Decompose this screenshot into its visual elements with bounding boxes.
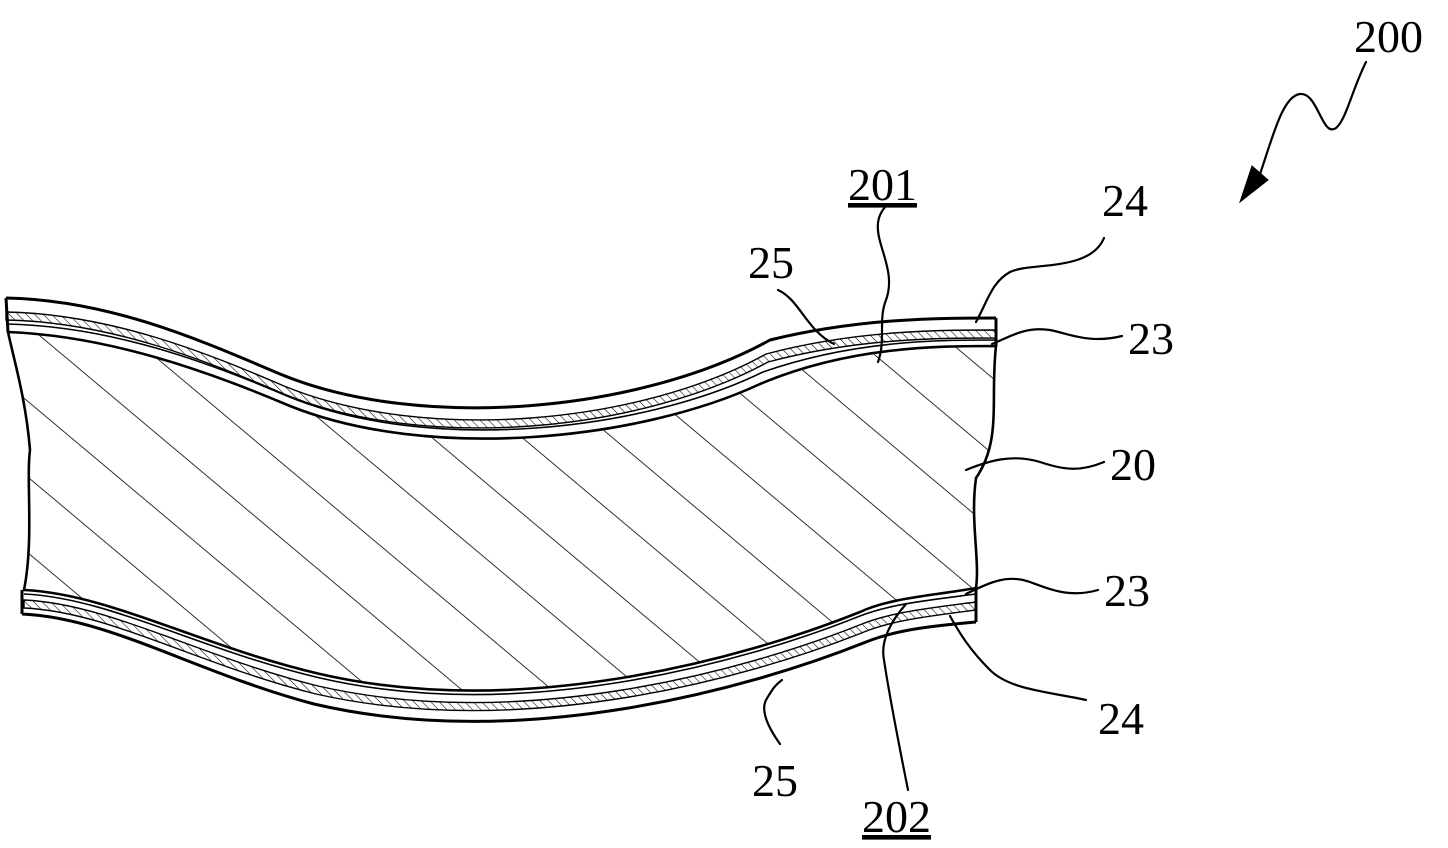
label-200: 200 bbox=[1354, 11, 1423, 62]
leader-lines bbox=[763, 202, 1124, 792]
label-23-bottom: 23 bbox=[1104, 565, 1150, 616]
leader-24-top bbox=[974, 236, 1106, 324]
label-202: 202 bbox=[862, 791, 931, 842]
bottom-layer-stack bbox=[20, 588, 978, 723]
top-layer-stack bbox=[4, 296, 998, 431]
leader-25-bottom bbox=[763, 678, 784, 746]
leader-201 bbox=[876, 202, 891, 364]
assembly-indicator-arrow bbox=[1238, 60, 1368, 204]
label-23-top: 23 bbox=[1128, 313, 1174, 364]
leader-20 bbox=[964, 457, 1106, 472]
substrate-core bbox=[6, 330, 998, 692]
label-25-bottom: 25 bbox=[752, 755, 798, 806]
reference-labels: 200 201 24 25 23 20 23 24 25 202 bbox=[748, 11, 1423, 842]
leader-24-bottom bbox=[948, 614, 1088, 702]
label-20: 20 bbox=[1110, 439, 1156, 490]
label-201: 201 bbox=[848, 159, 917, 210]
leader-23-top bbox=[990, 328, 1124, 346]
leader-25-top bbox=[776, 288, 836, 346]
leader-202 bbox=[882, 602, 910, 792]
label-24-top: 24 bbox=[1102, 175, 1148, 226]
label-24-bottom: 24 bbox=[1098, 693, 1144, 744]
label-25-top: 25 bbox=[748, 237, 794, 288]
leader-23-bottom bbox=[964, 577, 1100, 596]
